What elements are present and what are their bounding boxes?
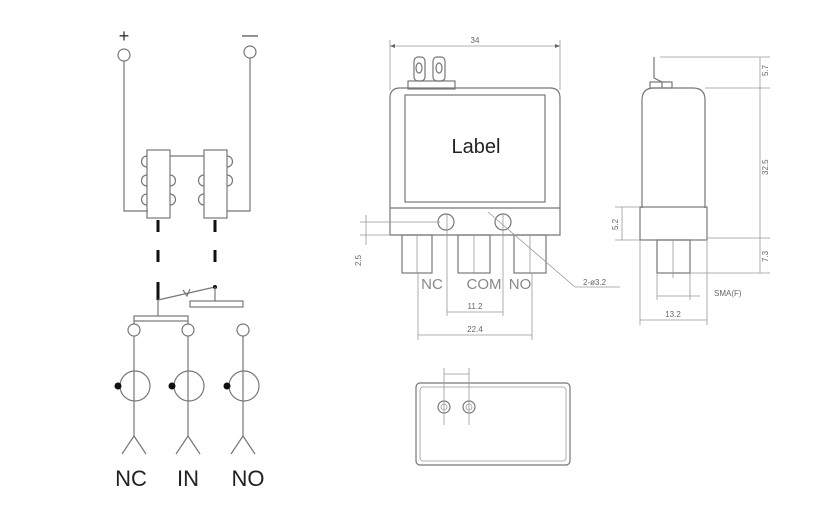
port-label-no: NO bbox=[232, 466, 265, 491]
mount-hole bbox=[437, 213, 455, 231]
base-dim: 5.2 bbox=[611, 218, 620, 230]
width-dim: 34 bbox=[471, 36, 480, 45]
side-view: 5.7 32.5 7.3 5.2 SMA(F) 13.2 bbox=[611, 56, 770, 325]
connector-type: SMA(F) bbox=[714, 289, 742, 298]
span-dim: 22.4 bbox=[467, 325, 483, 334]
terminal-dim: 5.7 bbox=[761, 64, 770, 76]
depth-dim: 13.2 bbox=[665, 310, 681, 319]
label-text: Label bbox=[452, 136, 501, 158]
connector-dim: 7.3 bbox=[761, 250, 770, 262]
coil-right bbox=[203, 149, 228, 219]
plus-terminal bbox=[117, 48, 131, 62]
hole-note: 2-ø3.2 bbox=[583, 278, 607, 287]
ports: NC IN NO bbox=[114, 323, 265, 491]
label-area bbox=[404, 94, 546, 203]
pitch-dim: 11.2 bbox=[468, 302, 484, 311]
body-dim: 32.5 bbox=[761, 159, 770, 175]
coil-left bbox=[146, 149, 171, 219]
contact-bar bbox=[189, 300, 244, 308]
top-view bbox=[415, 368, 571, 466]
offset-dim: 2.5 bbox=[354, 254, 363, 266]
port-label-nc: NC bbox=[115, 466, 147, 491]
minus-terminal bbox=[243, 45, 257, 59]
connector-label-nc: NC bbox=[421, 276, 443, 293]
connector-label-no: NO bbox=[509, 276, 532, 293]
schematic: + — NC IN N bbox=[114, 26, 265, 491]
front-view: 34 Label NC COM NO 11.2 22.4 2-ø3.2 2.5 bbox=[354, 36, 620, 340]
port-label-in: IN bbox=[177, 466, 199, 491]
minus-sign: — bbox=[242, 27, 258, 44]
connector-label-com: COM bbox=[467, 276, 502, 293]
plus-sign: + bbox=[119, 26, 130, 46]
